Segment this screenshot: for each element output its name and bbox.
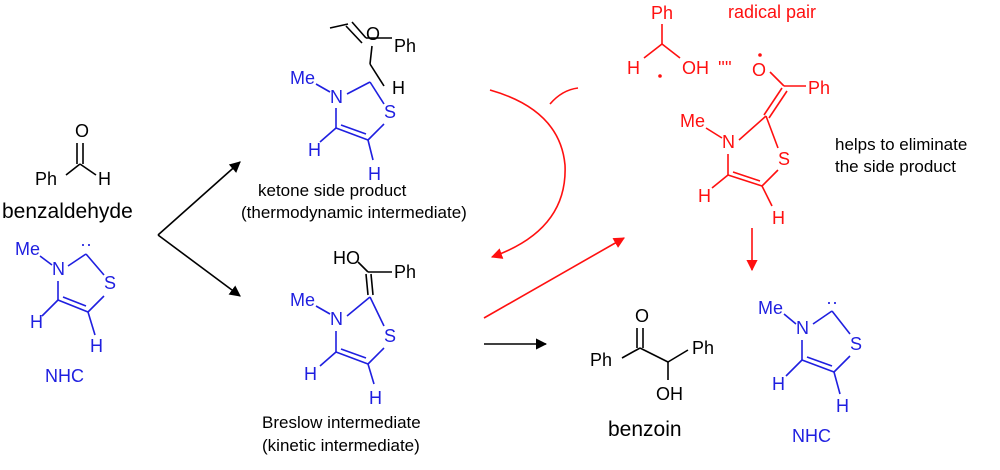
arrow-ketone-to-breslow — [489, 89, 566, 259]
nhc-right-carbene-dots: ·· — [826, 292, 838, 312]
breslow-ho: HO — [333, 248, 360, 268]
radical-pair-ph-right: Ph — [808, 78, 830, 98]
ketone-caption-2: (thermodynamic intermediate) — [241, 203, 467, 222]
benzaldehyde-structure: O Ph H benzaldehyde — [2, 121, 133, 223]
breslow-caption-2: (kinetic intermediate) — [262, 436, 420, 455]
benzaldehyde-o-atom: O — [75, 121, 89, 141]
benzaldehyde-label: benzaldehyde — [2, 200, 133, 223]
nhc-left-n-atom: N — [52, 259, 65, 279]
radical-pair-h2: H — [772, 208, 785, 228]
nhc-right-me: Me — [758, 298, 783, 318]
nhc-right-h2: H — [836, 396, 849, 416]
ketone-me: Me — [290, 68, 315, 88]
nhc-right-n-atom: N — [796, 318, 809, 338]
arrow-to-ketone — [157, 161, 241, 236]
radical-pair-oh: OH — [682, 58, 709, 78]
nhc-left-label: NHC — [45, 366, 84, 386]
radical-pair-note-1: helps to eliminate — [835, 135, 967, 154]
arrow-breslow-to-radical-pair — [483, 237, 625, 319]
nhc-right-structure: Me N ·· S H H NHC — [758, 292, 862, 446]
nhc-right-s-atom: S — [850, 334, 862, 354]
nhc-left-s-atom: S — [104, 273, 116, 293]
nhc-left-structure: Me N ·· S H H NHC — [15, 234, 116, 386]
ketone-h1: H — [308, 140, 321, 160]
breslow-h1: H — [304, 364, 317, 384]
nhc-left-h1: H — [30, 312, 43, 332]
radical-pair-note-2: the side product — [835, 157, 956, 176]
arrow-radical-feed — [549, 87, 579, 105]
breslow-ph: Ph — [394, 262, 416, 282]
ketone-o-atom: O — [366, 24, 380, 44]
benzoin-structure: O Ph Ph OH benzoin — [590, 306, 714, 441]
breslow-s-atom: S — [384, 326, 396, 346]
radical-pair-me: Me — [680, 111, 705, 131]
ketone-s-atom: S — [384, 102, 396, 122]
radical-pair-structure: radical pair Ph H OH '''' O Ph Me N S H … — [627, 2, 967, 228]
radical-pair-hbond: '''' — [718, 58, 732, 78]
benzoin-ph-left: Ph — [590, 350, 612, 370]
ketone-n-atom: N — [330, 87, 343, 107]
radical-pair-n-atom: N — [722, 132, 735, 152]
breslow-n-atom: N — [330, 309, 343, 329]
radical-pair-o-atom: O — [752, 60, 766, 80]
breslow-intermediate-structure: HO Ph Me N S H H Breslow intermediate (k… — [262, 248, 421, 455]
nhc-left-carbene-dots: ·· — [80, 234, 92, 254]
nhc-left-me: Me — [15, 239, 40, 259]
benzoin-ph-right: Ph — [692, 338, 714, 358]
radical-pair-h1: H — [698, 186, 711, 206]
radical-pair-ph-top: Ph — [651, 3, 673, 23]
ketone-ph-group: Ph — [394, 36, 416, 56]
benzoin-label: benzoin — [608, 418, 682, 441]
radical-pair-s-atom: S — [778, 149, 790, 169]
ketone-h2: H — [368, 164, 381, 184]
radical-pair-title: radical pair — [728, 2, 816, 22]
ketone-h-c2: H — [392, 78, 405, 98]
breslow-me: Me — [290, 290, 315, 310]
breslow-h2: H — [369, 388, 382, 408]
nhc-right-label: NHC — [792, 426, 831, 446]
ketone-side-product-structure: O Ph H Me N S H H ketone side product (t… — [241, 21, 467, 222]
nhc-left-h2: H — [90, 336, 103, 356]
nhc-right-h1: H — [772, 374, 785, 394]
ketone-caption-1: ketone side product — [258, 181, 407, 200]
benzoin-oh: OH — [656, 384, 683, 404]
benzaldehyde-ph-group: Ph — [35, 169, 57, 189]
breslow-caption-1: Breslow intermediate — [262, 413, 421, 432]
benzaldehyde-h-atom: H — [98, 169, 111, 189]
arrow-to-breslow — [157, 234, 241, 297]
radical-pair-h: H — [627, 58, 640, 78]
benzoin-o-atom: O — [635, 306, 649, 326]
